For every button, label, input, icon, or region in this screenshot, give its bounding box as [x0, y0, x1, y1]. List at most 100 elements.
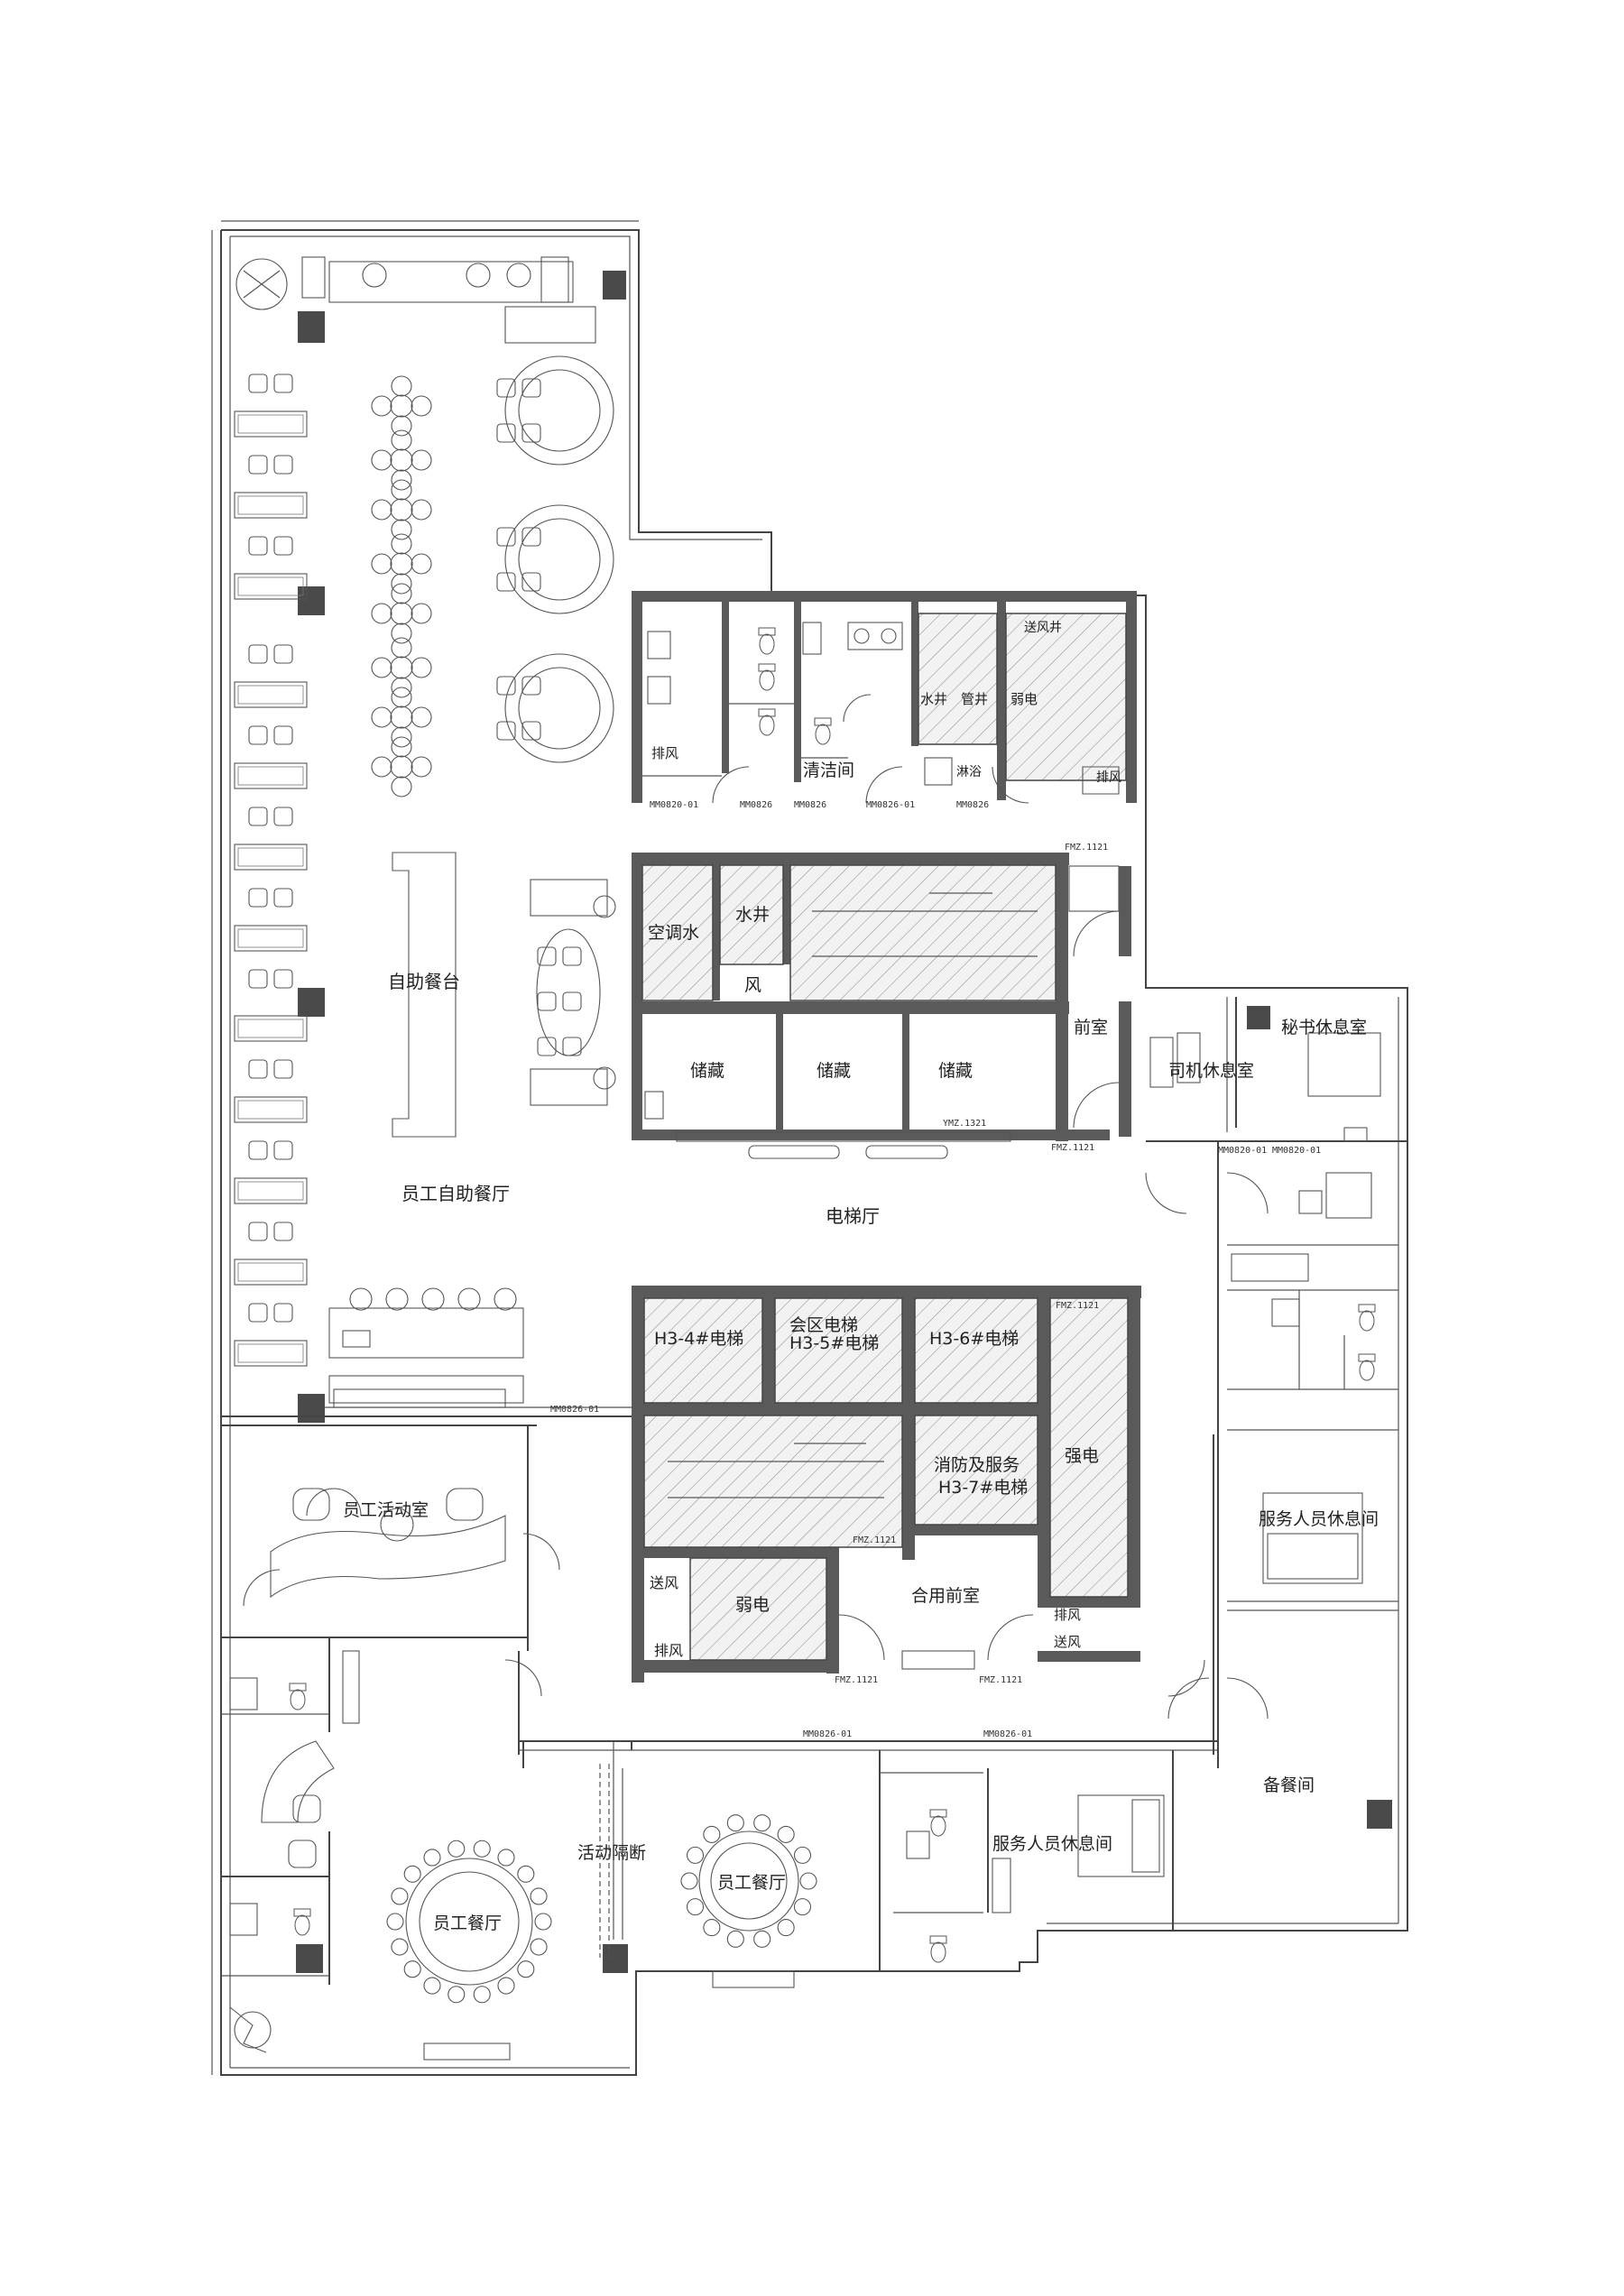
dining-chair	[403, 1865, 421, 1883]
dining-chair	[391, 1938, 409, 1956]
svg-text:送风井: 送风井	[1024, 621, 1062, 635]
room-elevator-6: H3-6#电梯	[929, 1329, 1019, 1349]
dining-chair	[777, 1919, 795, 1937]
room-movable-partition: 活动隔断	[577, 1843, 646, 1863]
dining-chair	[517, 1865, 535, 1883]
room-water-well: 水井	[735, 905, 770, 925]
room-staff-rest-1: 服务人员休息间	[1259, 1509, 1379, 1529]
room-chair-room: 淋浴	[956, 765, 982, 779]
dining-chair	[473, 1986, 491, 2004]
door-tag-fmz-lobby: FMZ.1121	[853, 1535, 896, 1545]
svg-text:水井: 水井	[920, 691, 947, 707]
dining-chair	[423, 1977, 441, 1995]
dining-chair	[403, 1960, 421, 1978]
svg-text:排风: 排风	[651, 745, 678, 761]
dining-chair	[517, 1960, 535, 1978]
dining-chair	[726, 1930, 744, 1948]
door-tag-mm-5: MM0820-01	[1272, 1146, 1321, 1156]
label-buffet-hall: 员工自助餐厅	[401, 1183, 510, 1204]
room-staff-dining-2: 员工餐厅	[717, 1873, 786, 1893]
room-staff-rest-2: 服务人员休息间	[992, 1834, 1112, 1854]
room-fire-elevator-line2: H3-7#电梯	[938, 1478, 1028, 1498]
room-exhaust-2: 排风	[1054, 1607, 1081, 1623]
door-tag-mm-4: MM0826-01	[983, 1729, 1032, 1739]
door-tag-mm-2: MM0826-01	[550, 1405, 599, 1415]
dining-chair	[497, 1849, 515, 1867]
room-wind: 风	[744, 975, 761, 995]
dining-chair	[703, 1825, 721, 1843]
lower-walls: 服务人员休息间 备餐间 MM0826-01 MM0826-01	[504, 1434, 1315, 1971]
room-driver-rest: 司机休息室	[1168, 1061, 1254, 1081]
elevator-core: H3-4#电梯 会区电梯 H3-5#电梯 H3-6#电梯 消防及服务 H3-7#…	[632, 1286, 1141, 1685]
svg-text:MM0826: MM0826	[740, 800, 772, 810]
dining-chair	[726, 1814, 744, 1832]
room-storage-3: 储藏	[938, 1061, 973, 1081]
door-tag-ymz-mid: YMZ.1321	[943, 1119, 986, 1129]
door-tag-fmz-low-right: FMZ.1121	[979, 1675, 1022, 1685]
svg-text:MM0820-01: MM0820-01	[650, 800, 698, 810]
dining-chair	[793, 1898, 812, 1916]
room-front: 前室	[1074, 1018, 1108, 1037]
door-tag-fmz-core: FMZ.1121	[1056, 1301, 1099, 1311]
svg-text:弱电: 弱电	[1010, 691, 1038, 707]
room-weak-elec: 弱电	[735, 1595, 770, 1615]
dining-chair	[753, 1930, 771, 1948]
dining-chair	[686, 1846, 705, 1864]
dining-chair	[473, 1840, 491, 1858]
room-strong-elec: 强电	[1065, 1446, 1099, 1466]
dining-chair	[753, 1814, 771, 1832]
dining-chair	[448, 1986, 466, 2004]
room-elevator-5-line1: 会区电梯	[789, 1315, 858, 1335]
room-activity: 员工活动室	[343, 1500, 429, 1520]
mid-walls: MM0826-01	[221, 1388, 632, 1755]
right-wing: 司机休息室 秘书休息室 服务人员休息间 MM0820-01 MM0820-01	[1145, 997, 1407, 1768]
svg-text:MM0826: MM0826	[794, 800, 826, 810]
door-tag-mm-3: MM0826-01	[803, 1729, 852, 1739]
dining-chair	[530, 1887, 548, 1905]
room-storage-2: 储藏	[817, 1061, 851, 1081]
lower-left-rooms: 员工活动室	[221, 1425, 632, 2053]
room-combined-front: 合用前室	[911, 1586, 980, 1606]
room-backup-dining: 备餐间	[1263, 1775, 1315, 1795]
mid-core: 空调水 水井 风 储藏 储藏 储藏 前室 FMZ.1121 YMZ.1321 F…	[632, 843, 1131, 1159]
toilet-core: 排风 清洁间 水井 管井 弱电 淋浴 排风 送风井 MM0820-01 MM08…	[632, 591, 1137, 810]
label-elevator-hall: 电梯厅	[826, 1205, 880, 1227]
buffet-furniture	[234, 256, 616, 1404]
door-tag-fmz-mid: FMZ.1121	[1051, 1143, 1094, 1153]
dining-chair	[386, 1913, 404, 1931]
dining-chair	[448, 1840, 466, 1858]
door-tag-fmz-low-left: FMZ.1121	[835, 1675, 878, 1685]
dining-chair	[777, 1825, 795, 1843]
door-tag-mm-1: MM0820-01	[1218, 1146, 1267, 1156]
room-staff-dining-1: 员工餐厅	[433, 1913, 502, 1933]
svg-text:MM0826-01: MM0826-01	[866, 800, 915, 810]
door-tag-fmz-top: FMZ.1121	[1065, 843, 1108, 853]
room-elevator-5-line2: H3-5#电梯	[789, 1333, 879, 1353]
dining-chair	[423, 1849, 441, 1867]
room-supply-air-1: 送风	[650, 1574, 678, 1591]
dining-chair	[530, 1938, 548, 1956]
room-fire-elevator-line1: 消防及服务	[934, 1455, 1020, 1475]
dining-chair	[680, 1872, 698, 1890]
label-buffet-counter: 自助餐台	[388, 971, 460, 992]
svg-text:管井: 管井	[961, 691, 988, 707]
dining-chair	[497, 1977, 515, 1995]
dining-chair	[391, 1887, 409, 1905]
svg-text:排风: 排风	[1096, 770, 1121, 785]
room-hvac-water: 空调水	[648, 923, 699, 943]
room-exhaust-1: 排风	[654, 1642, 683, 1659]
room-secretary-rest: 秘书休息室	[1281, 1018, 1367, 1037]
dining-chair	[703, 1919, 721, 1937]
columns	[296, 271, 1392, 1973]
dining-chair	[534, 1913, 552, 1931]
dining-chair	[793, 1846, 812, 1864]
room-supply-air-2: 送风	[1054, 1634, 1081, 1650]
room-elevator-4: H3-4#电梯	[654, 1329, 743, 1349]
dining-chair	[686, 1898, 705, 1916]
svg-text:MM0826: MM0826	[956, 800, 989, 810]
room-cleaning: 清洁间	[803, 761, 854, 780]
dining-chair	[799, 1872, 817, 1890]
outer-walls	[211, 220, 1408, 2076]
staff-dining: 员工餐厅 员工餐厅 活动隔断	[386, 1764, 817, 2061]
